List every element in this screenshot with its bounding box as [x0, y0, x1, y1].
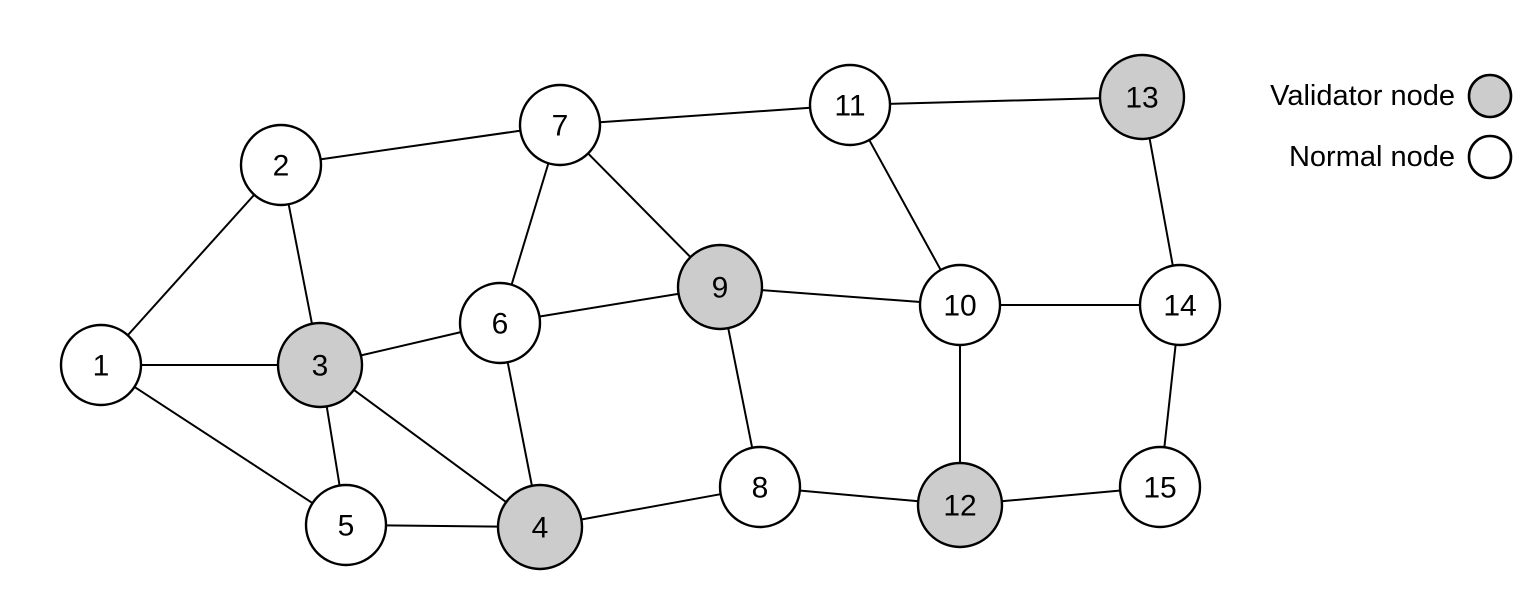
normal-node-shape — [808, 63, 892, 147]
normal-node-shape — [239, 123, 323, 207]
validator-node-shape — [1098, 53, 1186, 141]
graph-edge-13-14 — [1148, 135, 1175, 269]
normal-node-shape — [518, 83, 602, 167]
graph-node-6[interactable]: 6 — [458, 281, 542, 365]
normal-node-shape — [59, 323, 143, 407]
normal-node-shape — [458, 281, 542, 365]
graph-node-4[interactable]: 4 — [496, 483, 584, 571]
graph-node-8[interactable]: 8 — [718, 445, 802, 529]
graph-edge-6-7 — [510, 160, 550, 288]
validator-node-shape — [676, 243, 764, 331]
graph-edge-8-12 — [796, 489, 922, 503]
normal-node-shape — [718, 445, 802, 529]
graph-edge-3-5 — [325, 403, 341, 489]
graph-node-7[interactable]: 7 — [518, 83, 602, 167]
graph-edge-12-15 — [998, 489, 1124, 503]
graph-node-9[interactable]: 9 — [676, 243, 764, 331]
normal-node-shape — [1138, 263, 1222, 347]
graph-edge-4-5 — [382, 524, 502, 528]
graph-edge-8-9 — [726, 325, 754, 451]
validator-node-shape — [276, 321, 364, 409]
graph-edge-9-10 — [758, 288, 924, 304]
graph-edge-1-2 — [125, 192, 257, 338]
graph-edge-1-5 — [131, 384, 316, 506]
graph-edge-7-11 — [596, 106, 814, 124]
graph-edge-3-4 — [351, 387, 509, 505]
graph-node-5[interactable]: 5 — [304, 483, 388, 567]
normal-node-shape — [304, 483, 388, 567]
validator-node-shape — [916, 461, 1004, 549]
normal-node-shape — [918, 263, 1002, 347]
normal-node-shape — [1118, 445, 1202, 529]
graph-node-13[interactable]: 13 — [1098, 53, 1186, 141]
legend-swatch-validator — [1467, 73, 1513, 119]
graph-edge-4-6 — [506, 359, 534, 489]
legend-item-normal: Normal node — [1289, 134, 1513, 180]
legend-label-normal: Normal node — [1289, 141, 1455, 173]
graph-edge-10-11 — [867, 137, 943, 273]
graph-edge-2-7 — [317, 129, 524, 161]
legend-item-validator: Validator node — [1270, 73, 1513, 119]
graph-node-3[interactable]: 3 — [276, 321, 364, 409]
validator-node-shape — [496, 483, 584, 571]
graph-node-15[interactable]: 15 — [1118, 445, 1202, 529]
graph-node-1[interactable]: 1 — [59, 323, 143, 407]
graph-node-2[interactable]: 2 — [239, 123, 323, 207]
edge-layer — [125, 97, 1177, 528]
graph-edge-6-9 — [536, 292, 682, 318]
graph-node-10[interactable]: 10 — [918, 263, 1002, 347]
graph-edge-14-15 — [1163, 341, 1177, 451]
graph-node-14[interactable]: 14 — [1138, 263, 1222, 347]
graph-node-12[interactable]: 12 — [916, 461, 1004, 549]
graph-edge-11-13 — [886, 97, 1104, 105]
graph-node-11[interactable]: 11 — [808, 63, 892, 147]
graph-edge-7-9 — [585, 151, 693, 260]
graph-edge-2-3 — [287, 201, 314, 327]
graph-edge-4-8 — [578, 492, 724, 521]
legend-label-validator: Validator node — [1270, 80, 1455, 112]
legend-swatch-normal — [1467, 134, 1513, 180]
graph-edge-3-6 — [357, 330, 464, 357]
